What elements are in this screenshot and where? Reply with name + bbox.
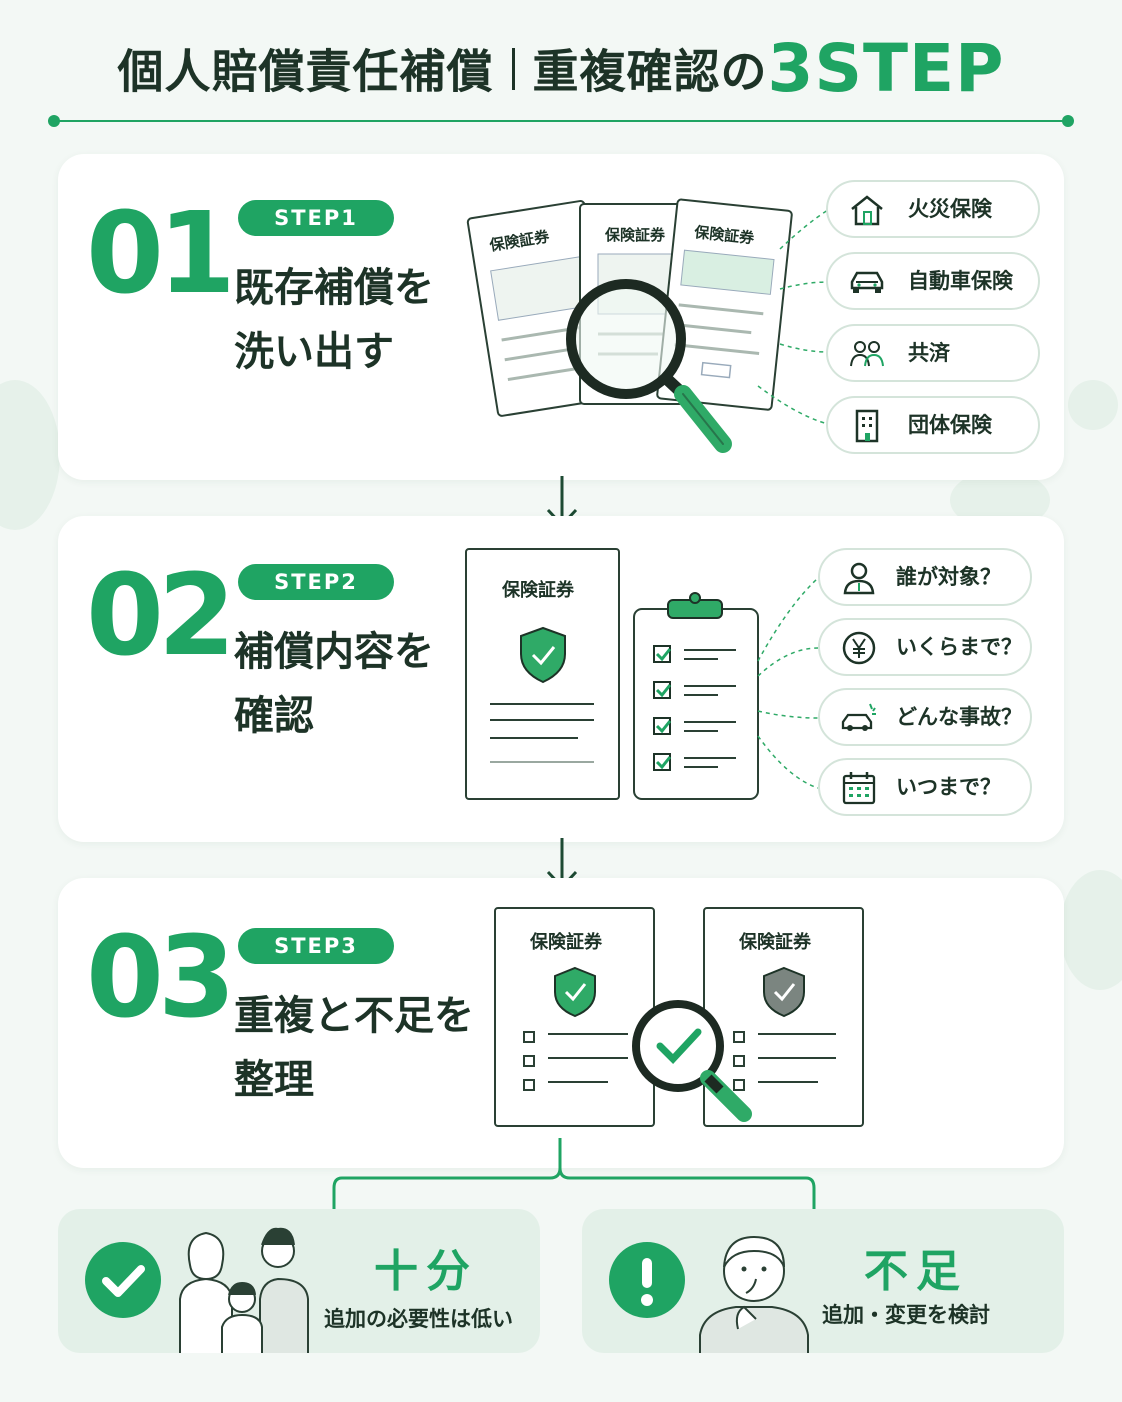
title-main: 個人賠償責任補償 <box>117 44 494 99</box>
clipboard-icon <box>633 592 759 800</box>
background-circle <box>0 380 60 530</box>
step-number: 02 <box>86 551 236 681</box>
coverage-pill-fire: 火災保険 <box>826 180 1040 238</box>
coverage-pill-group: 団体保険 <box>826 396 1040 454</box>
step-heading: 既存補償を 洗い出す <box>234 256 434 384</box>
check-pill-who: 誰が対象？ <box>818 548 1032 606</box>
exclamation-circle-icon <box>609 1242 685 1318</box>
check-pill-amount: いくらまで？ <box>818 618 1032 676</box>
magnifier-check-icon <box>632 1000 752 1122</box>
step-badge: STEP1 <box>238 200 394 236</box>
shield-check-icon <box>554 966 596 1018</box>
coverage-pill-mutual: 共済 <box>826 324 1040 382</box>
check-circle-icon <box>85 1242 161 1318</box>
step-badge: STEP2 <box>238 564 394 600</box>
page-title: 個人賠償責任補償重複確認の3STEP <box>0 30 1122 107</box>
magnifier-icon <box>566 279 732 453</box>
yen-icon <box>842 631 876 665</box>
background-circle <box>1060 870 1122 990</box>
check-label: 誰が対象？ <box>896 565 1001 589</box>
title-underline-dot <box>1062 115 1074 127</box>
shield-check-icon <box>763 966 805 1018</box>
connector-lines <box>757 209 829 425</box>
certificate-label: 保険証券 <box>501 579 575 601</box>
step-heading: 重複と不足を 整理 <box>234 984 474 1112</box>
title-3step: 3STEP <box>767 30 1005 107</box>
background-circle <box>1068 380 1118 430</box>
step-heading-line2: 洗い出す <box>234 329 394 375</box>
check-pill-period: いつまで？ <box>818 758 1032 816</box>
step2-card: 02 STEP2 補償内容を 確認 保険証券 <box>58 516 1064 842</box>
calendar-icon <box>842 772 876 805</box>
branch-bracket <box>332 1138 816 1210</box>
car-icon <box>850 271 884 293</box>
result-description: 追加・変更を検討 <box>822 1303 990 1327</box>
step-number: 01 <box>86 189 236 319</box>
certificate-label: 保険証券 <box>738 931 812 953</box>
documents-magnifier-illustration: 保険証券 保険証券 保険証券 <box>466 198 829 453</box>
result-enough-card: 十分 追加の必要性は低い <box>58 1209 540 1353</box>
car-accident-icon <box>841 703 876 731</box>
result-description: 追加の必要性は低い <box>324 1307 513 1331</box>
title-underline <box>54 120 1068 122</box>
check-label: どんな事故？ <box>896 705 1022 729</box>
coverage-label: 共済 <box>908 341 950 365</box>
step-heading-line1: 既存補償を <box>234 265 434 311</box>
certificate-document: 保険証券 <box>465 548 620 800</box>
compare-certificates-illustration: 保険証券 保険証券 <box>494 907 864 1127</box>
step-heading: 補償内容を 確認 <box>234 620 434 748</box>
coverage-pill-auto: 自動車保険 <box>826 252 1040 310</box>
person-icon <box>843 562 875 595</box>
coverage-label: 火災保険 <box>908 197 992 221</box>
people-icon <box>850 341 884 367</box>
building-icon <box>855 409 879 443</box>
certificate-document: 保険証券 <box>703 907 864 1127</box>
result-label: 不足 <box>864 1246 968 1297</box>
coverage-label: 自動車保険 <box>908 269 1013 293</box>
check-label: いつまで？ <box>896 775 1001 799</box>
certificate-label: 保険証券 <box>529 931 603 953</box>
family-icon <box>179 1227 309 1353</box>
check-label: いくらまで？ <box>896 635 1022 659</box>
result-lacking-card: 不足 追加・変更を検討 <box>582 1209 1064 1353</box>
step-heading-line2: 整理 <box>234 1057 314 1103</box>
title-underline-dot <box>48 115 60 127</box>
step-heading-line1: 補償内容を <box>234 629 434 675</box>
house-icon <box>851 195 883 226</box>
connector-lines <box>757 577 819 789</box>
thinking-person-icon <box>699 1235 809 1353</box>
step3-card: 03 STEP3 重複と不足を 整理 保険証券 保険証券 <box>58 878 1064 1168</box>
certificate-label: 保険証券 <box>604 226 666 244</box>
certificate-document: 保険証券 <box>656 198 793 411</box>
check-pill-accident: どんな事故？ <box>818 688 1032 746</box>
coverage-label: 団体保険 <box>908 413 992 437</box>
shield-check-icon <box>520 626 566 684</box>
step-badge: STEP3 <box>238 928 394 964</box>
step1-card: 01 STEP1 既存補償を 洗い出す 保険証券 保険証券 保険証券 <box>58 154 1064 480</box>
certificate-document: 保険証券 <box>494 907 655 1127</box>
step-heading-line1: 重複と不足を <box>234 993 474 1039</box>
title-sub: 重複確認の <box>532 44 768 99</box>
result-label: 十分 <box>374 1246 478 1297</box>
step-heading-line2: 確認 <box>234 693 314 739</box>
title-divider <box>511 47 515 90</box>
step-number: 03 <box>86 913 236 1043</box>
certificate-checklist-illustration: 保険証券 <box>465 548 819 800</box>
